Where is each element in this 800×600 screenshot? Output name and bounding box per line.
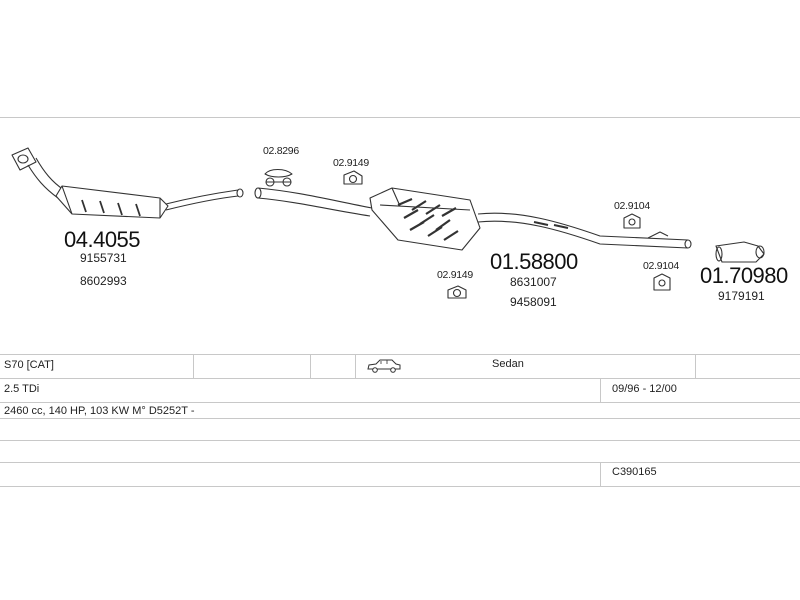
middle-oe-number-2: 9458091: [510, 295, 557, 309]
cat-part-number: 04.4055: [64, 227, 141, 252]
front-pipe: [254, 187, 373, 217]
vehicle-engine: 2.5 TDi: [4, 383, 40, 395]
vehicle-specs: 2460 cc, 140 HP, 103 KW M° D5252T -: [4, 405, 195, 417]
middle-silencer: [369, 187, 481, 251]
mount-label-2: 02.9149: [437, 269, 473, 281]
clamp-label: 02.8296: [263, 145, 299, 157]
sedan-car-icon: [366, 359, 402, 373]
clamp-02-8296: [264, 168, 293, 187]
cat-oe-number-1: 9155731: [80, 251, 127, 265]
tail-oe-number-1: 9179191: [718, 289, 765, 303]
middle-oe-number-1: 8631007: [510, 275, 557, 289]
rear-pipe: [477, 212, 692, 249]
rubber-mount-02-9149-top: [343, 170, 363, 185]
cat-oe-number-2: 8602993: [80, 274, 127, 288]
tail-pipe-part-number: 01.70980: [700, 263, 788, 288]
vehicle-model: S70 [CAT]: [4, 359, 54, 371]
mount-label-1: 02.9149: [333, 157, 369, 169]
rubber-mount-02-9104-upper: [623, 213, 641, 229]
vehicle-years: 09/96 - 12/00: [612, 383, 677, 395]
rubber-mount-02-9149-lower: [447, 285, 467, 299]
vehicle-body-type: Sedan: [492, 358, 524, 370]
rubber-mount-02-9104-lower: [653, 273, 671, 291]
catalogue-code: C390165: [612, 466, 657, 478]
mount-label-4: 02.9104: [643, 260, 679, 272]
mount-label-3: 02.9104: [614, 200, 650, 212]
catalytic-converter-section: [11, 147, 244, 219]
middle-silencer-part-number: 01.58800: [490, 249, 578, 274]
diagram-top-border: [0, 117, 800, 118]
tail-pipe: [715, 241, 765, 263]
